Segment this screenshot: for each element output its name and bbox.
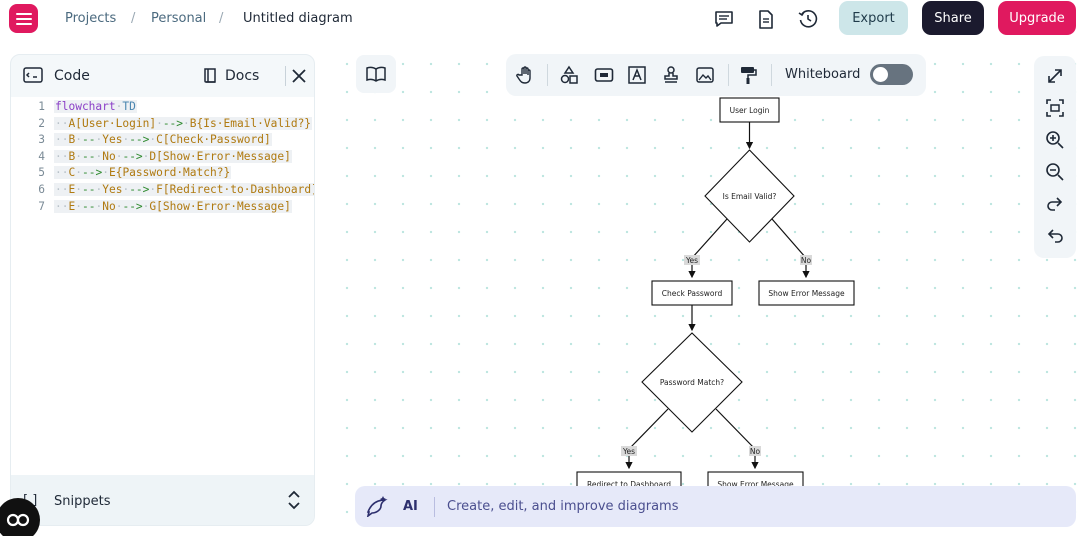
hand-icon[interactable] (516, 65, 536, 85)
chevron-up-down-icon[interactable] (287, 490, 301, 510)
code-panel-header: Code Docs (11, 55, 314, 97)
line-number: 1 (38, 100, 45, 113)
fit-view-icon[interactable] (1045, 98, 1065, 118)
code-text: ··E·--·Yes·-->·F[Redirect·to·Dashboard] (54, 183, 314, 196)
code-line[interactable]: 3 ··B·--·Yes·-->·C[Check·Password] (11, 133, 314, 149)
code-text: ··E·--·No·-->·G[Show·Error·Message] (54, 199, 292, 213)
line-number: 2 (38, 116, 45, 130)
ai-prompt-input[interactable] (447, 499, 1047, 514)
undo-icon[interactable] (1045, 226, 1065, 246)
expand-icon[interactable] (1045, 66, 1065, 86)
snippets-section[interactable]: [ ] Snippets (11, 475, 314, 525)
breadcrumb-separator: / (219, 11, 224, 26)
code-editor[interactable]: 1 flowchart·TD 2 ··A[User·Login]·-->·B{Is·E… (11, 97, 314, 475)
paint-roller-icon[interactable] (738, 65, 758, 85)
document-button[interactable] (755, 8, 777, 30)
ai-dolphin-icon (366, 496, 388, 517)
ai-prompt-bar: AI (355, 486, 1076, 527)
toggle-knob (873, 67, 888, 82)
code-text: ··B·--·Yes·-->·C[Check·Password] (54, 133, 272, 147)
whiteboard-toggle[interactable] (870, 64, 913, 85)
menu-button[interactable] (9, 4, 38, 33)
toolbar-divider (547, 64, 548, 86)
open-book-icon (366, 66, 386, 82)
canvas-right-toolbar (1034, 56, 1076, 258)
code-text: ··A[User·Login]·-->·B{Is·Email·Valid?} (54, 116, 313, 130)
comments-button[interactable] (713, 8, 735, 30)
line-number: 7 (38, 199, 45, 213)
code-line[interactable]: 5 ··C·-->·E{Password·Match?} (11, 166, 314, 182)
canvas-toolbar: Whiteboard (506, 54, 926, 96)
code-line[interactable]: 4 ··B·--·No·-->·D[Show·Error·Message] (11, 149, 314, 166)
ai-label: AI (403, 499, 418, 514)
code-text: flowchart·TD (54, 100, 137, 113)
share-button[interactable]: Share (922, 1, 984, 35)
code-text: ··C·-->·E{Password·Match?} (54, 166, 232, 180)
code-line[interactable]: 2 ··A[User·Login]·-->·B{Is·Email·Valid?} (11, 116, 314, 133)
code-line[interactable]: 1 flowchart·TD (11, 100, 314, 116)
docs-button[interactable]: Docs (203, 67, 259, 84)
zoom-out-icon[interactable] (1045, 162, 1065, 182)
image-icon[interactable] (695, 65, 715, 85)
code-line[interactable]: 6 ··E·--·Yes·-->·F[Redirect·to·Dashboard] (11, 183, 314, 199)
breadcrumb-personal[interactable]: Personal (151, 11, 207, 26)
library-button[interactable] (356, 55, 396, 93)
diagram-canvas[interactable] (325, 44, 1080, 536)
code-panel: Code Docs 1 flowchart·TD 2 ··A[User·Login]·… (10, 54, 315, 526)
code-text: ··B·--·No·-->·D[Show·Error·Message] (54, 149, 292, 163)
history-button[interactable] (797, 8, 819, 30)
book-icon (204, 68, 216, 83)
top-bar: Projects / Personal / Untitled diagram E… (0, 0, 1080, 38)
line-number: 5 (38, 166, 45, 180)
comment-icon (715, 11, 733, 27)
code-panel-title: Code (54, 68, 90, 84)
whiteboard-label: Whiteboard (785, 67, 861, 82)
header-divider (285, 66, 286, 86)
toolbar-divider (728, 64, 729, 86)
docs-label: Docs (225, 67, 260, 84)
upgrade-button[interactable]: Upgrade (998, 1, 1076, 35)
hamburger-icon (15, 12, 32, 25)
history-icon (798, 10, 818, 28)
ai-divider (434, 497, 435, 517)
line-number: 3 (38, 133, 45, 147)
export-button[interactable]: Export (839, 1, 908, 35)
stamp-icon[interactable] (661, 65, 681, 85)
close-icon[interactable] (290, 67, 308, 85)
toolbar-divider (771, 64, 772, 86)
snippets-label: Snippets (54, 494, 111, 509)
redo-icon[interactable] (1045, 194, 1065, 214)
infinity-co-icon (6, 513, 30, 527)
breadcrumb-projects[interactable]: Projects (65, 11, 117, 26)
code-icon (23, 67, 43, 83)
document-icon (759, 9, 773, 29)
co-badge-button[interactable] (0, 498, 40, 536)
code-line[interactable]: 7 ··E·--·No·-->·G[Show·Error·Message] (11, 199, 314, 216)
rectangle-icon[interactable] (594, 65, 614, 85)
line-number: 6 (38, 183, 45, 196)
breadcrumb-separator: / (131, 11, 136, 26)
line-number: 4 (38, 149, 45, 163)
zoom-in-icon[interactable] (1045, 130, 1065, 150)
breadcrumb-current-diagram[interactable]: Untitled diagram (243, 11, 353, 26)
shapes-icon[interactable] (559, 65, 579, 85)
text-icon[interactable] (627, 65, 647, 85)
